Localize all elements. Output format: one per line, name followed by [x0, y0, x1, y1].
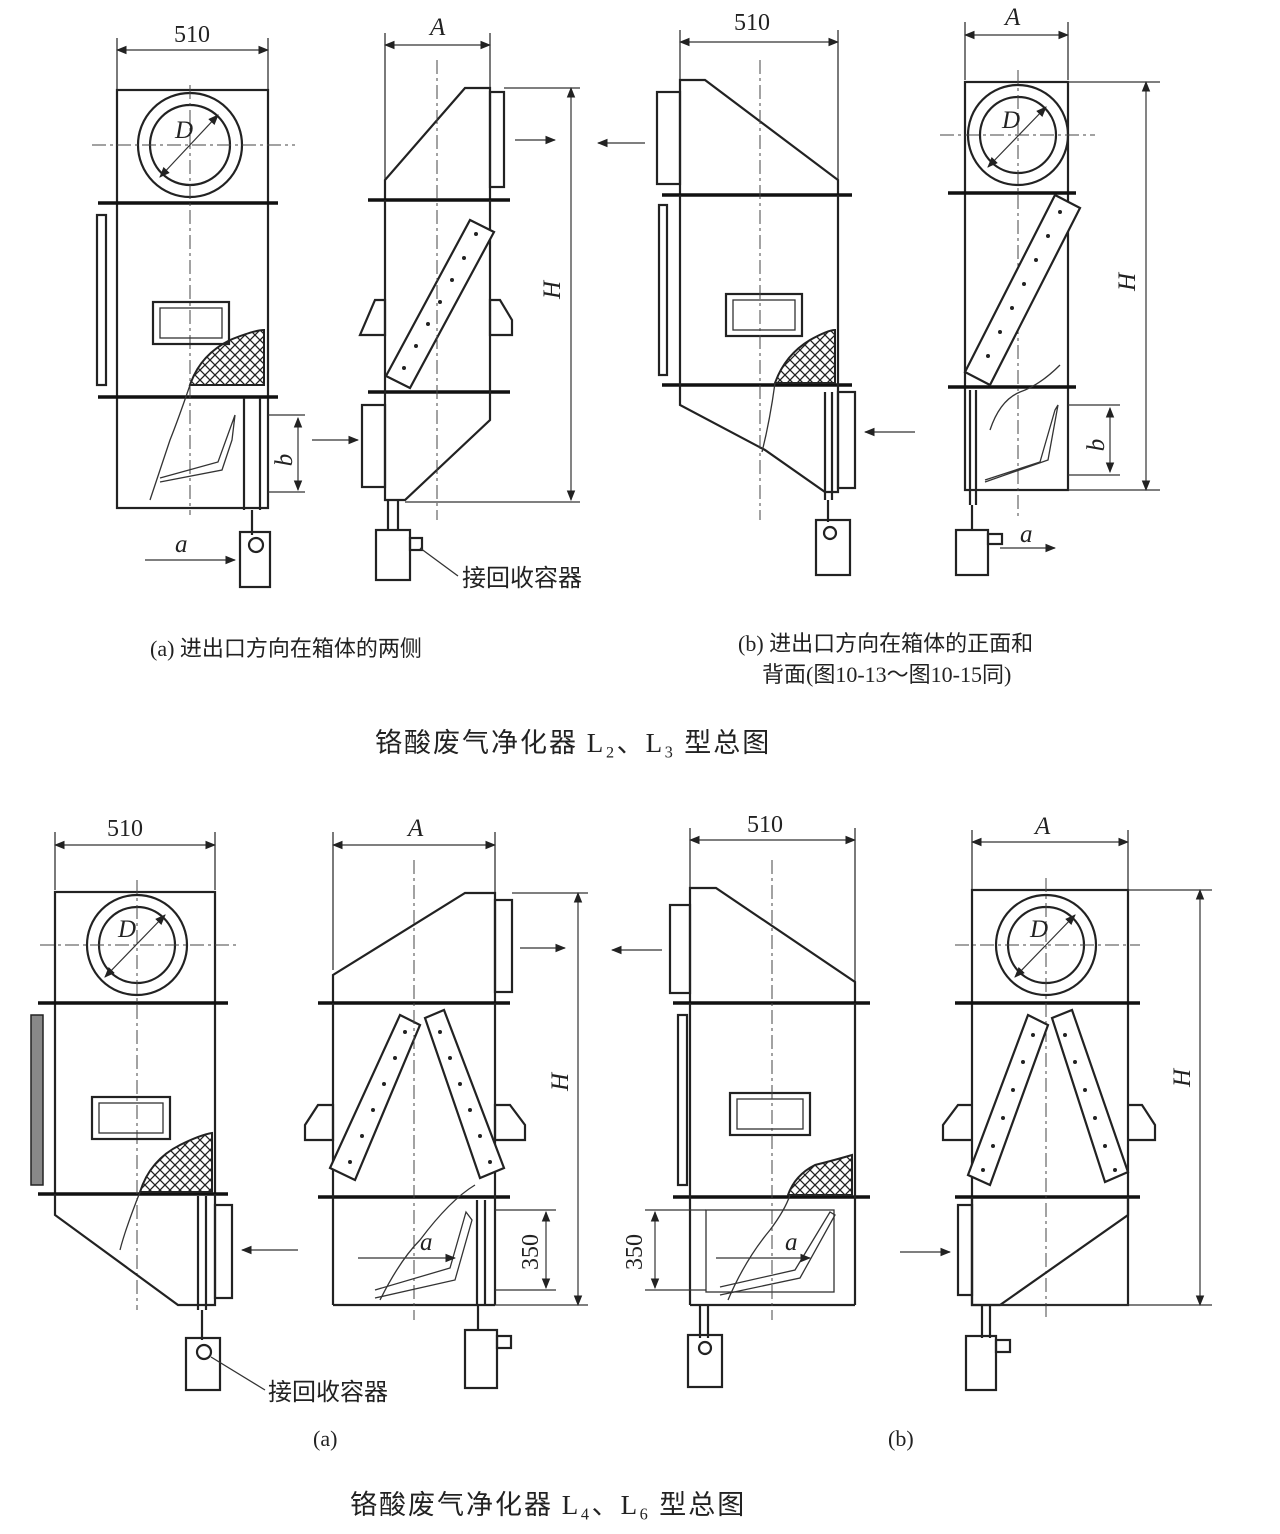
bottom-b-H-label: H: [1169, 1067, 1196, 1088]
top-caption-a: (a) 进出口方向在箱体的两侧: [150, 636, 422, 661]
top-callout: 接回收容器: [462, 565, 582, 592]
top-a-H-label: H: [539, 279, 566, 300]
top-b-b-label: b: [1083, 439, 1110, 452]
top-b-diameter-label: D: [1001, 107, 1020, 134]
top-a-front-view: 510 D b a: [92, 22, 305, 589]
top-b-side-view: 510: [596, 10, 915, 577]
bottom-a-width-label: 510: [107, 816, 143, 842]
bottom-a-diameter-label: D: [117, 916, 136, 943]
bottom-b-diameter-label: D: [1029, 916, 1048, 943]
top-a-b-label: b: [271, 454, 298, 467]
top-a-A-label: A: [428, 14, 446, 41]
bottom-a-A-label: A: [406, 815, 424, 842]
bottom-a-a-label: a: [420, 1229, 433, 1256]
top-b-plate-holes: [986, 210, 1062, 358]
bottom-a-350-label: 350: [518, 1234, 544, 1270]
top-caption-b-line2: 背面(图10-13～图10-15同): [762, 662, 1011, 687]
bottom-b-plate-holes: [981, 1033, 1117, 1172]
bottom-b-front-view: A D H: [900, 813, 1212, 1392]
top-title: 铬酸废气净化器 L₂、L₃ 型总图: [375, 728, 771, 758]
bottom-b-350-label: 350: [622, 1234, 648, 1270]
top-caption-b-line1: (b) 进出口方向在箱体的正面和: [738, 631, 1033, 656]
bottom-title: 铬酸废气净化器 L₄、L₆ 型总图: [350, 1490, 746, 1520]
bottom-a-plate-holes: [348, 1030, 492, 1164]
bottom-a-H-label: H: [547, 1071, 574, 1092]
bottom-caption-a: (a): [313, 1426, 337, 1451]
top-b-front-view: A D b H a: [940, 4, 1160, 577]
bottom-caption-b: (b): [888, 1426, 914, 1451]
bottom-b-a-label: a: [785, 1229, 798, 1256]
bottom-b-side-view: 510 a 350: [610, 812, 870, 1389]
top-b-H-label: H: [1114, 271, 1141, 292]
top-b-width-label: 510: [734, 10, 770, 36]
top-a-plate-holes: [402, 232, 478, 370]
top-a-a-label: a: [175, 531, 188, 558]
top-a-diameter-label: D: [174, 117, 193, 144]
top-b-A-label: A: [1003, 4, 1021, 31]
top-b-a-label: a: [1020, 521, 1033, 548]
bottom-b-A-label: A: [1033, 813, 1051, 840]
bottom-b-width-label: 510: [747, 812, 783, 838]
bottom-callout: 接回收容器: [268, 1379, 388, 1406]
bottom-a-side-view: A a 350: [303, 815, 588, 1390]
top-a-width-label: 510: [174, 22, 210, 48]
bottom-a-front-view: 510 D 接回收容器: [30, 816, 388, 1406]
top-a-side-view: A H 接回收容器: [312, 14, 582, 592]
